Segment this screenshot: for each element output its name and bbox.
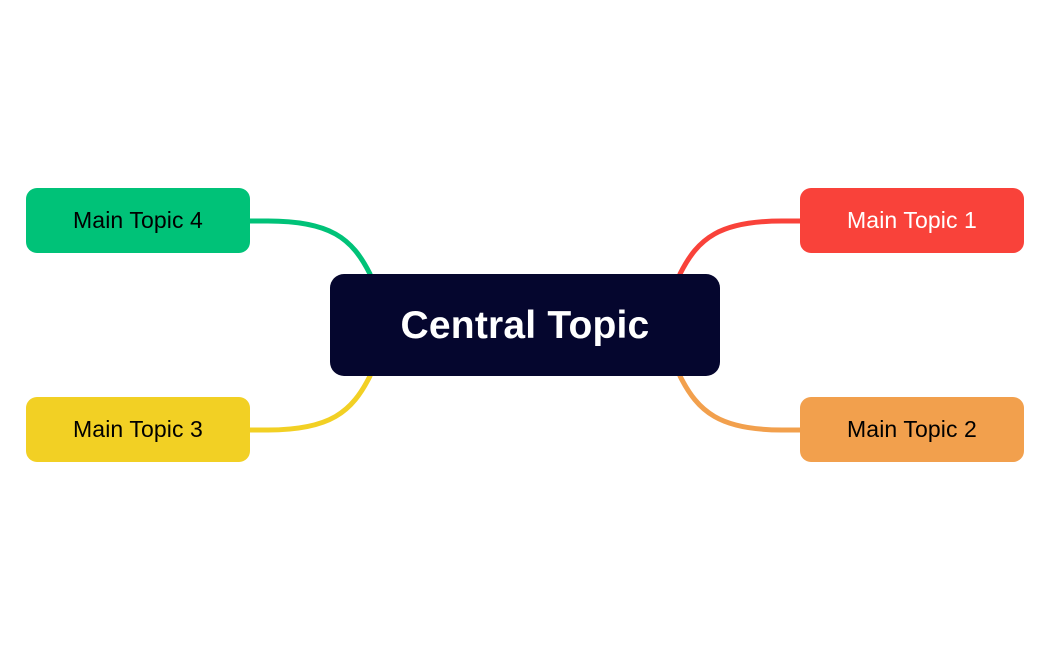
connector-central-to-topic-4 [247,218,373,277]
main-topic-1-node[interactable]: Main Topic 1 [800,188,1024,253]
central-topic-node[interactable]: Central Topic [330,274,720,376]
main-topic-4-node[interactable]: Main Topic 4 [26,188,250,253]
central-topic-label: Central Topic [400,303,650,347]
main-topic-1-label: Main Topic 1 [847,207,977,233]
connector-central-to-topic-2 [677,373,803,433]
connector-central-to-topic-3 [247,373,373,433]
main-topic-2-label: Main Topic 2 [847,416,977,442]
main-topic-3-node[interactable]: Main Topic 3 [26,397,250,462]
connector-central-to-topic-1 [677,218,803,277]
main-topic-2-node[interactable]: Main Topic 2 [800,397,1024,462]
main-topic-4-label: Main Topic 4 [73,207,203,233]
main-topic-3-label: Main Topic 3 [73,416,203,442]
